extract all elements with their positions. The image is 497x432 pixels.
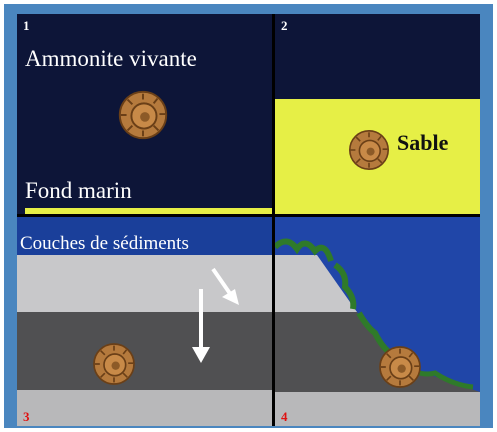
living-ammonite-label: Ammonite vivante: [25, 46, 197, 71]
panel-sediment-layers: Couches de sédiments 3: [17, 217, 272, 426]
fossilization-panels: 1 Ammonite vivante Fond marin 2: [17, 14, 480, 426]
panel-sand-burial: 2 Sable: [275, 14, 480, 214]
panel-living-ammonite: 1 Ammonite vivante Fond marin: [17, 14, 272, 214]
middle-sediment-layer: [17, 312, 272, 390]
sea-floor-strip: [25, 208, 272, 214]
sand-label: Sable: [397, 130, 449, 155]
ammonite-icon: [375, 342, 425, 392]
panel-number: 3: [23, 409, 30, 424]
diagram-frame: 1 Ammonite vivante Fond marin 2: [4, 4, 493, 428]
panel-number: 2: [281, 18, 288, 33]
lower-sediment-layer: [17, 390, 272, 426]
ammonite-icon: [114, 86, 172, 144]
panel-erosion: 4: [275, 217, 480, 426]
panel-number: 1: [23, 18, 30, 33]
upper-sediment-layer: [17, 255, 272, 312]
sediment-layers-label: Couches de sédiments: [20, 233, 189, 254]
panel-number: 4: [281, 409, 288, 424]
arrows-icon: [177, 267, 257, 367]
sea-floor-label: Fond marin: [25, 178, 132, 203]
ammonite-icon: [89, 339, 139, 389]
eroded-layers-illustration: [275, 238, 480, 426]
ammonite-icon: [345, 126, 393, 174]
